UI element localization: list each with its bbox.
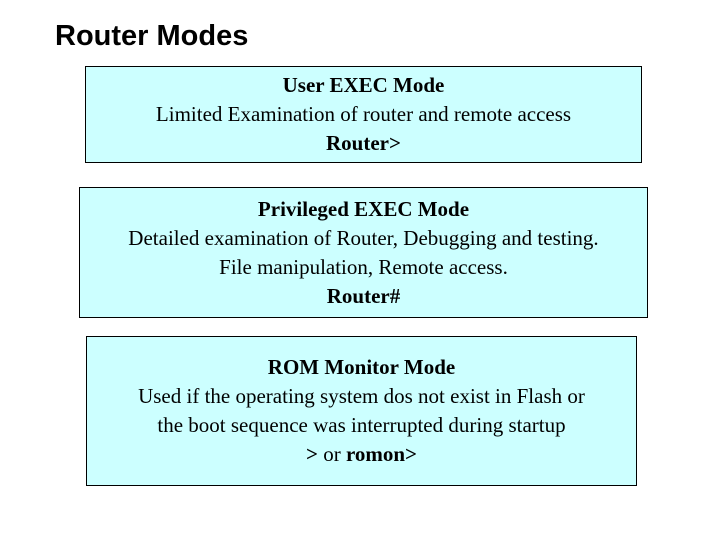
mode-prompt: > or romon> <box>87 440 636 469</box>
mode-description: File manipulation, Remote access. <box>219 254 508 279</box>
mode-description: Detailed examination of Router, Debuggin… <box>128 225 599 250</box>
mode-box-user-exec: User EXEC Mode Limited Examination of ro… <box>85 66 642 163</box>
mode-heading: User EXEC Mode <box>282 73 445 97</box>
mode-prompt: Router> <box>326 131 401 155</box>
mode-heading: ROM Monitor Mode <box>267 355 456 379</box>
mode-prompt: Router# <box>326 283 401 308</box>
mode-prompt-segment: > <box>305 442 318 466</box>
mode-description: Used if the operating system dos not exi… <box>138 384 585 408</box>
slide-title: Router Modes <box>55 20 249 52</box>
mode-box-privileged-exec: Privileged EXEC Mode Detailed examinatio… <box>79 187 648 318</box>
mode-prompt-segment: or <box>317 442 346 466</box>
mode-description: the boot sequence was interrupted during… <box>157 413 566 437</box>
mode-description: Limited Examination of router and remote… <box>155 102 572 126</box>
mode-box-rom-monitor: ROM Monitor Mode Used if the operating s… <box>86 336 637 486</box>
mode-heading: Privileged EXEC Mode <box>257 196 470 221</box>
mode-prompt-segment: romon> <box>345 442 418 466</box>
